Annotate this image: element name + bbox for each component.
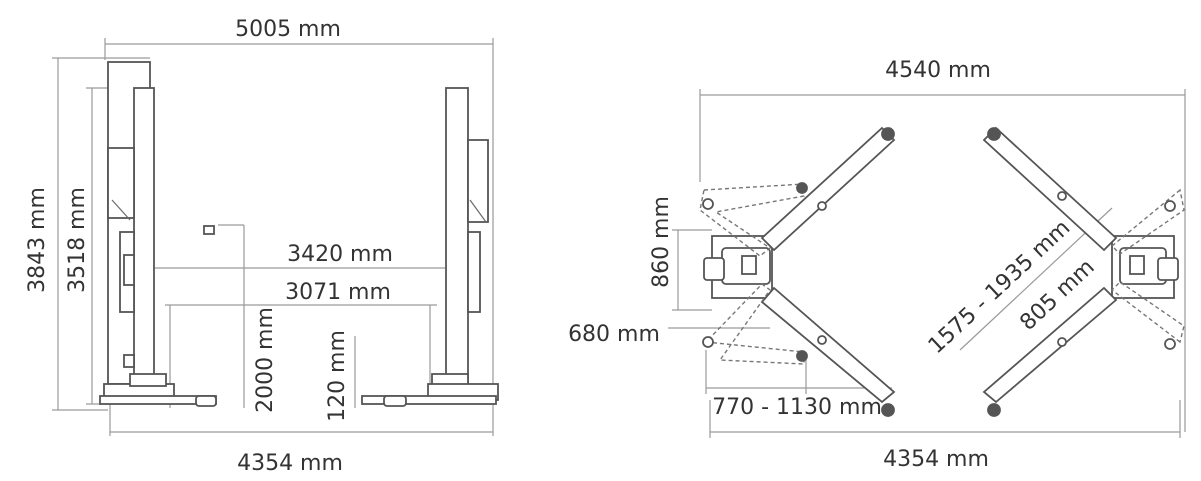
inner-width-label: 3420 mm <box>287 242 393 267</box>
side-base-width-label: 4354 mm <box>237 451 343 476</box>
column-height-label: 3518 mm <box>65 187 90 293</box>
top-overall-width-label: 4540 mm <box>885 58 991 83</box>
top-base-width-label: 4354 mm <box>883 447 989 472</box>
column-depth-label: 860 mm <box>649 196 674 288</box>
overall-height-label: 3843 mm <box>25 187 50 293</box>
left-arms <box>699 126 896 417</box>
top-view: 4540 mm 860 mm 680 mm 770 - 1130 mm 1575… <box>568 58 1186 472</box>
right-post-plate <box>1111 235 1179 299</box>
side-dimension-lines <box>52 38 494 436</box>
arm-offset-label: 680 mm <box>568 322 660 347</box>
overall-width-label: 5005 mm <box>235 17 341 42</box>
left-post-plate <box>703 235 773 299</box>
side-view: 5005 mm 3843 mm 3518 mm 3420 mm 3071 mm … <box>25 17 499 476</box>
right-arms <box>982 126 1185 417</box>
top-dimension-lines <box>668 89 1186 438</box>
drive-through-label: 3071 mm <box>285 280 391 305</box>
left-column <box>99 61 217 407</box>
lift-height-label: 2000 mm <box>253 307 278 413</box>
arm-reach-short-label: 770 - 1130 mm <box>712 395 882 420</box>
right-column <box>361 87 499 407</box>
base-height-label: 120 mm <box>325 330 350 422</box>
